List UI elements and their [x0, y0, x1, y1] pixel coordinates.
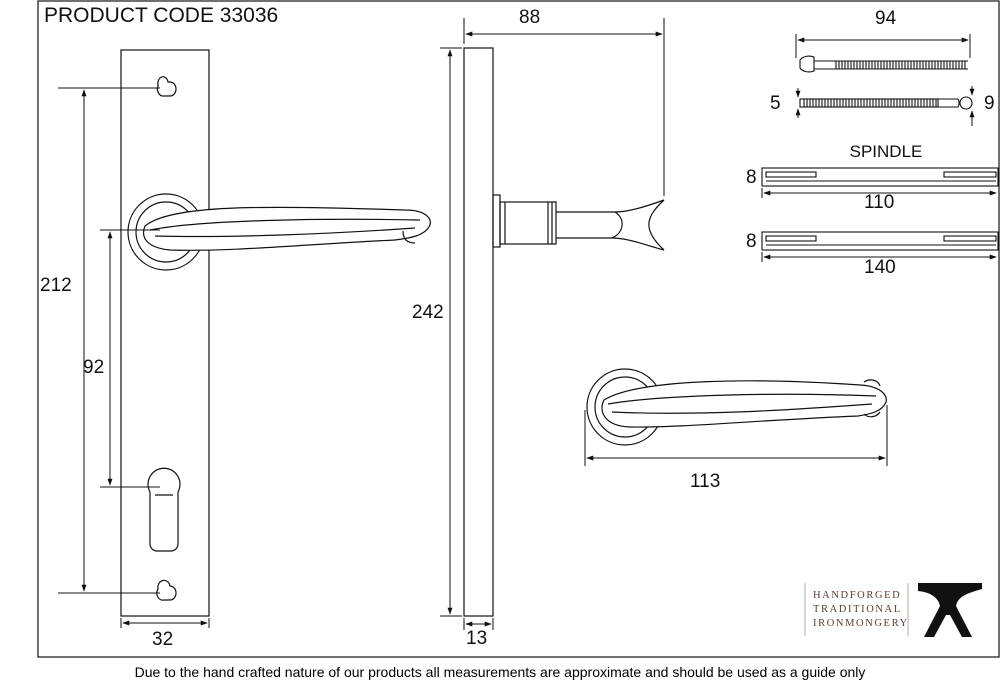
bottom-screw-hole: [156, 579, 177, 601]
dim-spindle-size-b: 8: [746, 231, 757, 252]
dim-projection: 88: [519, 7, 540, 28]
dim-handle-to-keyhole: 92: [83, 357, 104, 378]
side-dimensions: [440, 18, 665, 630]
brand-line-1: HANDFORGED: [813, 590, 901, 601]
front-view: [120, 49, 431, 617]
brand-line-3: IRONMONGERY: [813, 618, 909, 629]
lever-handle: [143, 206, 431, 251]
dim-side-height: 242: [412, 302, 444, 323]
brand-line-2: TRADITIONAL: [813, 604, 902, 615]
plan-lever: [601, 380, 887, 428]
dim-screw-small: 5: [770, 93, 781, 114]
spindle-140: [761, 231, 999, 251]
plan-dimensions: [584, 405, 888, 466]
side-rose: [499, 201, 557, 245]
dim-plate-height: 212: [40, 275, 72, 296]
dim-spindle-length-a: 110: [864, 192, 894, 213]
dim-spindle-size-a: 8: [746, 167, 757, 188]
dim-screw-length: 94: [875, 8, 897, 29]
drawing-frame: [37, 0, 1000, 658]
spindle-label: SPINDLE: [850, 142, 923, 161]
screw-head: [799, 55, 815, 73]
brand-block: HANDFORGED TRADITIONAL IRONMONGERY: [804, 583, 982, 637]
dim-handle-length: 113: [690, 471, 720, 492]
top-screw-hole: [156, 76, 177, 97]
screws: [799, 55, 973, 110]
keyhole: [147, 467, 181, 552]
side-lever: [556, 199, 665, 251]
spindle-140-dim: [761, 252, 997, 262]
dim-screw-large: 9: [984, 93, 995, 114]
plan-view: [586, 368, 887, 446]
side-plate: [463, 47, 494, 617]
screw-dimensions: [795, 34, 975, 126]
dim-plate-width: 32: [152, 629, 173, 650]
side-view: [463, 47, 665, 617]
backplate: [120, 49, 210, 617]
technical-drawing: PRODUCT CODE 33036 212 92 32: [37, 0, 1000, 658]
dim-spindle-length-b: 140: [864, 257, 896, 278]
footer-note: Due to the hand crafted nature of our pr…: [134, 664, 866, 680]
spindle-110: [761, 167, 999, 187]
product-code-label: PRODUCT CODE 33036: [44, 4, 278, 27]
spindle-110-dim: [761, 188, 997, 198]
front-dimensions: [58, 87, 210, 628]
anvil-icon: [918, 583, 982, 637]
dim-side-thickness: 13: [466, 628, 487, 649]
